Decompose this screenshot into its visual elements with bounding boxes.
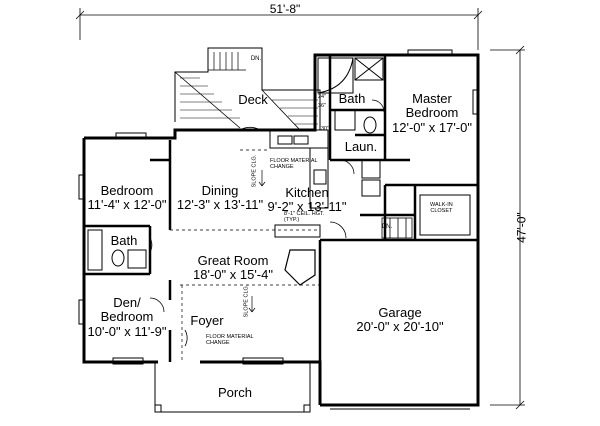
floor-change-lines <box>170 149 320 362</box>
tub-dimension-36: 36" <box>318 103 327 109</box>
laundry-appliances <box>361 159 381 197</box>
slope-ceiling-note-great-room: SLOPE CLG. <box>243 284 250 318</box>
deck-stairs <box>208 52 246 71</box>
deck <box>174 47 321 131</box>
dining-label: Dining 12'-3" x 13'-11" <box>176 183 264 213</box>
porch <box>154 362 311 413</box>
garage-stairs <box>381 217 413 239</box>
laundry-label: Laun. <box>344 139 378 154</box>
slope-arrows <box>248 170 266 313</box>
porch-label: Porch <box>218 385 252 400</box>
depth-dimension-line <box>490 45 525 410</box>
master-bedroom-label: Master Bedroom 12'-0" x 17'-0" <box>392 91 472 135</box>
pantry-closet <box>284 249 316 286</box>
bedroom-label: Bedroom 11'-4" x 12'-0" <box>87 183 167 213</box>
master-bath-label: Bath <box>338 91 366 106</box>
overall-width-label: 51'-8" <box>269 2 301 16</box>
windows <box>78 49 480 365</box>
deck-label: Deck <box>238 92 268 107</box>
floor-change-note-kitchen: FLOOR MATERIAL CHANGE <box>270 158 318 171</box>
width-dimension-line <box>75 8 483 50</box>
kitchen-counters <box>269 129 329 238</box>
walk-in-closet <box>419 194 471 236</box>
bath-fixtures <box>87 229 147 271</box>
tub-dimension-24: 24" <box>318 94 327 100</box>
garage-label: Garage 20'-0" x 20'-10" <box>356 305 444 335</box>
ceiling-height-note: 8'-1" CEIL. HGT. (TYP.) <box>284 211 325 224</box>
overall-depth-label: 47'-0" <box>514 212 529 243</box>
slope-ceiling-note-dining: SLOPE CLG. <box>251 154 258 188</box>
kitchen-label: Kitchen 9'-2" x 13'-11" <box>267 185 347 215</box>
foyer-label: Foyer <box>190 313 224 328</box>
master-bath-fixtures <box>317 57 384 134</box>
den-bedroom-label: Den/ Bedroom 10'-0" x 11'-9" <box>87 295 167 339</box>
great-room-label: Great Room 18'-0" x 15'-4" <box>193 253 273 283</box>
garage-door <box>330 404 470 410</box>
bath-label: Bath <box>110 233 138 248</box>
dn-garage-note: DN. <box>381 224 393 230</box>
interior-walls <box>84 55 478 362</box>
tub-dimension-30: 30" <box>321 126 330 132</box>
floor-change-note-foyer: FLOOR MATERIAL CHANGE <box>206 334 254 347</box>
dn-deck-note: DN. <box>250 56 262 62</box>
walk-in-closet-note: WALK-IN CLOSET <box>430 202 453 215</box>
door-swings <box>149 99 385 347</box>
